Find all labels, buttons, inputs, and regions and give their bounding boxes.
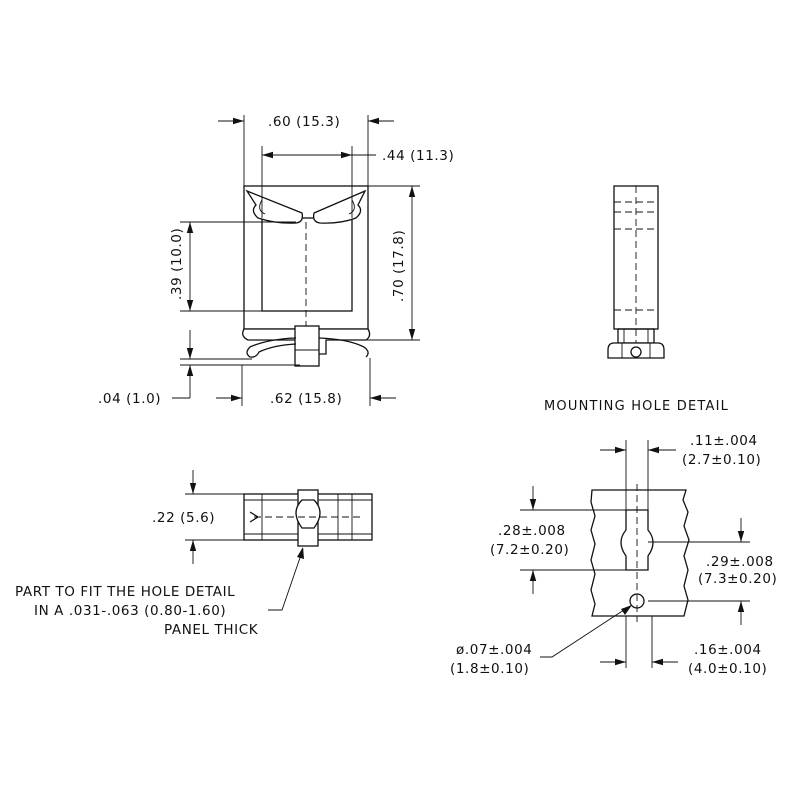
hole-spacing-in: .29±.008 [706, 554, 774, 570]
side-view [607, 185, 665, 359]
slot-width-mm: (2.7±0.10) [682, 452, 761, 468]
dim-depth: .22 (5.6) [152, 510, 215, 526]
clip-body-inner [261, 217, 353, 312]
dim-inner-width: .44 (11.3) [382, 148, 454, 164]
dim-overall-width: .60 (15.3) [268, 114, 340, 130]
note-line-3: PANEL THICK [164, 622, 259, 638]
hole-spacing-mm: (7.3±0.20) [698, 571, 777, 587]
slot-width-in: .11±.004 [690, 433, 758, 449]
right-latch-slot [348, 199, 355, 215]
right-latch-arm [312, 189, 367, 224]
left-latch-slot [259, 199, 266, 215]
right-spring-foot [318, 337, 369, 358]
bottom-view: .22 (5.6) PART TO FIT THE HOLE DETAIL IN… [15, 470, 373, 638]
mounting-hole-detail: MOUNTING HOLE DETAIL .11±.004 (2.7±0.10)… [450, 399, 777, 677]
offset-mm: (4.0±0.10) [688, 661, 767, 677]
mounting-stem [294, 325, 320, 367]
left-spring-foot [246, 337, 297, 358]
note-line-2: IN A .031-.063 (0.80-1.60) [34, 603, 226, 619]
slot-length-in: .28±.008 [498, 523, 566, 539]
bottom-tab [249, 511, 260, 523]
slot-length-mm: (7.2±0.20) [490, 542, 569, 558]
note-line-1: PART TO FIT THE HOLE DETAIL [15, 584, 235, 600]
panel [590, 489, 690, 617]
dim-inner-height: .39 (10.0) [169, 228, 185, 300]
hole-dia-mm: (1.8±0.10) [450, 661, 529, 677]
dim-foot-span: .62 (15.8) [270, 391, 342, 407]
bottom-keyhole [295, 499, 321, 529]
side-stem-head [630, 346, 642, 358]
dim-foot-thickness: .04 (1.0) [98, 391, 161, 407]
side-base [607, 342, 665, 359]
dim-overall-height: .70 (17.8) [391, 230, 407, 302]
front-view: .60 (15.3) .44 (11.3) .39 (10.0) .70 (17… [98, 114, 454, 407]
hole-dia-in: ø.07±.004 [456, 642, 533, 658]
hole-detail-title: MOUNTING HOLE DETAIL [544, 399, 729, 414]
left-latch-arm [245, 189, 304, 224]
offset-in: .16±.004 [694, 642, 762, 658]
